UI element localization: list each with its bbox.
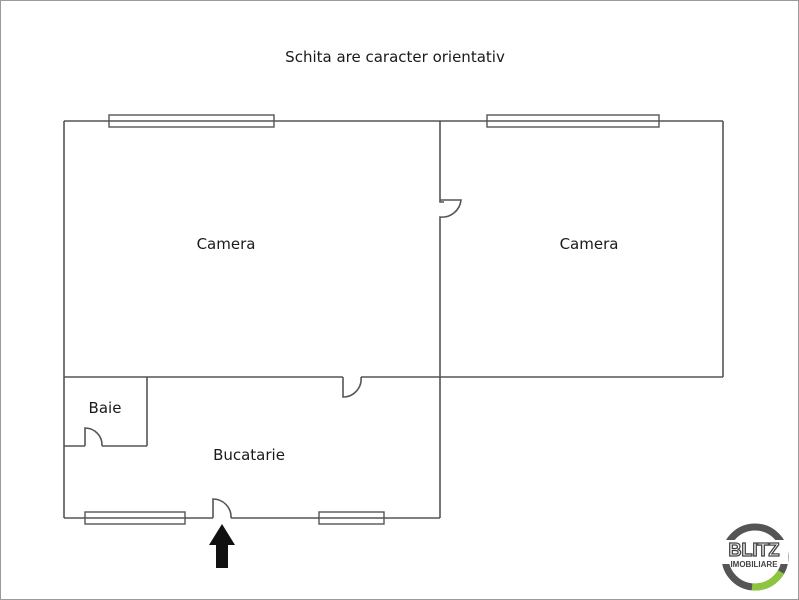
room-label-baie: Baie bbox=[89, 399, 122, 417]
doors bbox=[84, 199, 462, 519]
door-baie bbox=[84, 427, 103, 447]
logo-line1: BLITZ bbox=[729, 540, 780, 560]
window-top-left bbox=[108, 114, 275, 128]
room-label-camera-1: Camera bbox=[197, 235, 256, 253]
door-camera-camera bbox=[439, 199, 462, 219]
door-entrance bbox=[212, 498, 232, 519]
entrance-arrow-icon bbox=[209, 524, 235, 568]
logo-line2: IMOBILIARE bbox=[730, 560, 778, 569]
window-bottom-left bbox=[84, 511, 186, 525]
room-label-camera-2: Camera bbox=[560, 235, 619, 253]
window-top-right bbox=[486, 114, 660, 128]
plan-title: Schita are caracter orientativ bbox=[285, 48, 505, 66]
room-label-bucatarie: Bucatarie bbox=[213, 446, 285, 464]
door-camera-bucatarie bbox=[342, 376, 362, 398]
logo-accent-arc bbox=[751, 570, 785, 591]
windows bbox=[84, 114, 660, 525]
walls bbox=[63, 120, 724, 519]
window-bottom-right bbox=[318, 511, 385, 525]
blitz-logo: BLITZ IMOBILIARE bbox=[720, 523, 789, 591]
